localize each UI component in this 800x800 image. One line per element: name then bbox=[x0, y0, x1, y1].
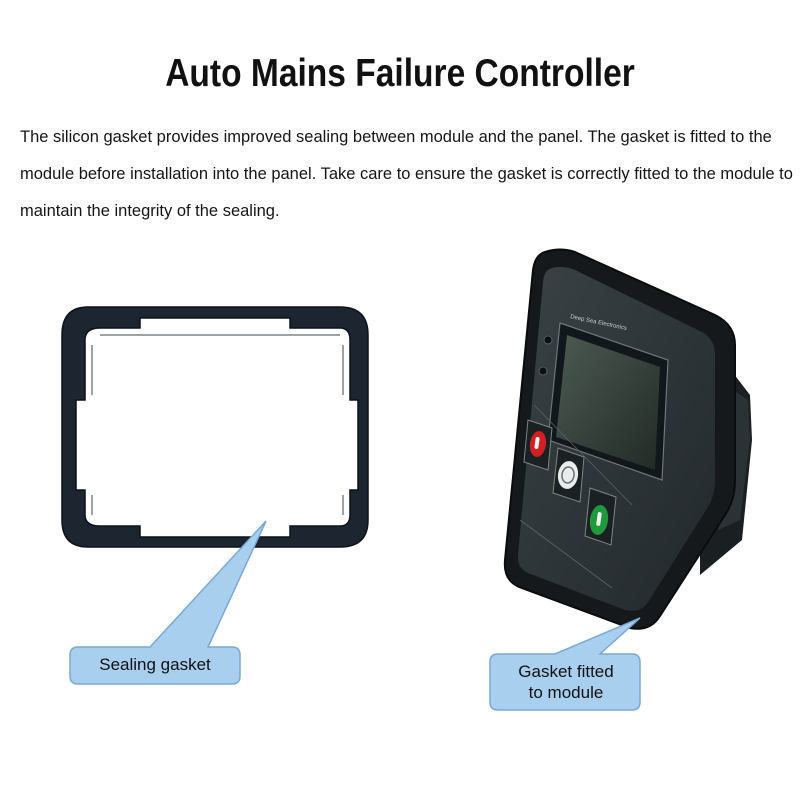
page-title: Auto Mains Failure Controller bbox=[165, 52, 635, 95]
callout-gasket-fitted: Gasket fitted to module bbox=[489, 617, 641, 711]
callout-label-module-line1: Gasket fitted bbox=[518, 662, 613, 681]
controller-module-image: Deep Sea Electronics bbox=[503, 248, 752, 630]
callout-label-module-line2: to module bbox=[529, 683, 604, 702]
callout-label-gasket: Sealing gasket bbox=[99, 655, 211, 674]
sealing-gasket-image bbox=[61, 306, 369, 548]
description-text: The silicon gasket provides improved sea… bbox=[20, 128, 793, 220]
callout-sealing-gasket: Sealing gasket bbox=[69, 520, 267, 685]
